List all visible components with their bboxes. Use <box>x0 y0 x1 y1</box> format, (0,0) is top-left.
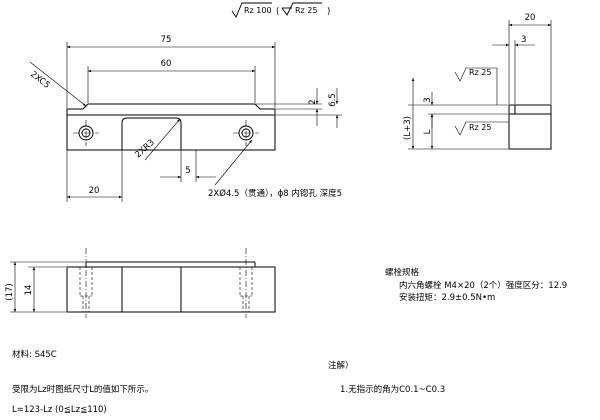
material-label: 材料: S45C <box>12 350 57 360</box>
dim-3-left: 3 <box>423 97 433 102</box>
roughness-symbol-rz25: Rz 25 <box>281 2 322 16</box>
side-dimensions <box>408 20 552 150</box>
lz-description: 受限为Lz时图纸尺寸L的值如下所示。 <box>12 385 154 395</box>
bottom-dimensions <box>10 261 85 313</box>
dim-20-front: 20 <box>89 186 100 196</box>
roughness-symbol-rz100: Rz 100 <box>231 2 272 18</box>
front-dimensions <box>29 42 342 202</box>
dim-5: 5 <box>185 166 190 176</box>
side-rz25-bottom: Rz 25 <box>469 123 491 132</box>
dim-l-plus-3: (L+3) <box>403 116 413 140</box>
bolt-spec-title: 螺栓规格 <box>385 268 420 278</box>
rz100-label: Rz 100 <box>244 6 272 15</box>
dim-2: 2 <box>308 99 318 104</box>
lz-formula: L=123-Lz (0≦Lz≦110) <box>12 405 107 415</box>
dim-75: 75 <box>161 35 172 45</box>
side-view <box>508 104 552 150</box>
side-rz25-top: Rz 25 <box>469 68 491 77</box>
dim-14: 14 <box>24 285 34 296</box>
bolt-spec-line2: 安装扭矩：2.9±0.5N•m <box>399 293 496 303</box>
dim-6-5: 6.5 <box>328 93 338 107</box>
rz25-label: Rz 25 <box>295 6 317 15</box>
hole-note: 2XØ4.5（贯通），ϕ8 内锪孔 深度5 <box>208 188 342 199</box>
dim-20-side: 20 <box>525 13 536 23</box>
bolt-spec-line1: 内六角螺栓 M4×20（2个）强度区分：12.9 <box>399 281 568 291</box>
radius-label: 2XR3 <box>133 138 156 161</box>
paren-right: ) <box>327 7 330 17</box>
paren-left: ( <box>276 7 279 17</box>
dim-60: 60 <box>161 59 172 69</box>
chamfer-label: 2XC5 <box>28 69 51 90</box>
notes-item-1: 1.无指示的角为C0.1~C0.3 <box>340 385 446 395</box>
front-view <box>66 103 276 151</box>
bottom-centerlines <box>85 248 247 318</box>
dim-l: L <box>423 129 433 134</box>
bottom-view <box>66 261 276 313</box>
front-centerlines <box>73 120 259 146</box>
notes-title: 注解） <box>328 361 354 371</box>
dim-17: (17) <box>5 283 15 300</box>
dim-3-top: 3 <box>521 35 526 45</box>
bottom-hidden-lines <box>79 267 253 312</box>
